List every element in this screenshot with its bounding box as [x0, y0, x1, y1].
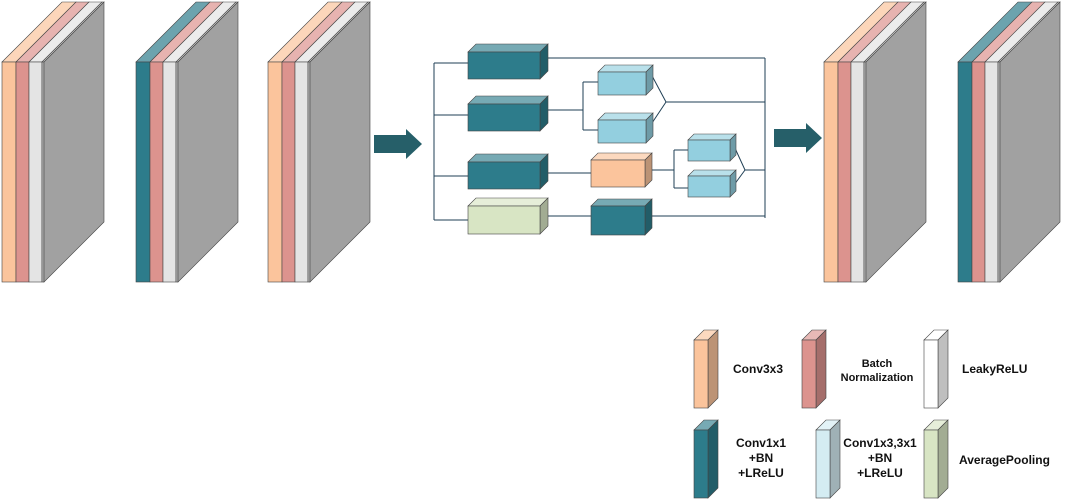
- branch2-conv1x3-block: [597, 64, 654, 96]
- stack-5: [957, 1, 1061, 283]
- multi-branch-module: [433, 43, 766, 236]
- flow-arrow-1: [374, 129, 422, 159]
- legend: Conv3x3 Batch Normalization LeakyReLU Co…: [693, 329, 1050, 499]
- legend-label-conv1x1-line3: +LReLU: [738, 466, 784, 480]
- legend-swatch-batch-normalization: [801, 329, 827, 409]
- legend-swatch-leaky-relu: [923, 329, 949, 409]
- stack-3: [267, 1, 371, 283]
- stack-3-layer-c: [294, 1, 369, 283]
- stack-1-layer-c: [28, 1, 103, 283]
- legend-label-conv1x1-line1: Conv1x1: [736, 436, 786, 450]
- legend-label-conv3x3: Conv3x3: [733, 362, 783, 376]
- module-connectors: [433, 57, 766, 221]
- feature-map-stacks: [1, 1, 1061, 283]
- legend-label-batch-normalization-line1: Batch: [862, 358, 893, 370]
- branch4-conv1x1-block: [590, 198, 653, 236]
- stack-2-layer-c: [162, 1, 237, 283]
- flow-arrows: [374, 123, 822, 159]
- stack-2: [135, 1, 239, 283]
- branch2-conv1x1-block: [467, 95, 549, 132]
- legend-label-batch-normalization-line2: Normalization: [841, 372, 914, 384]
- legend-label-conv1x3-line3: +LReLU: [857, 466, 903, 480]
- stack-1: [1, 1, 105, 283]
- branch3-conv3x3-block: [590, 152, 653, 188]
- branch3-conv1x1-block: [467, 153, 549, 190]
- legend-swatch-conv1x3: [815, 419, 841, 499]
- branch1-conv1x1-block: [467, 43, 549, 80]
- stack-4-layer-c: [850, 1, 925, 283]
- branch3-conv1x3-block: [687, 133, 737, 162]
- branch4-avgpool-block: [467, 197, 549, 235]
- legend-label-conv1x3-line1: Conv1x3,3x1: [843, 436, 917, 450]
- legend-label-average-pooling: AveragePooling: [959, 453, 1050, 467]
- branch2-conv3x1-block: [597, 112, 654, 144]
- flow-arrow-2: [774, 123, 822, 153]
- branch3-conv3x1-block: [687, 169, 737, 198]
- legend-swatch-conv1x1: [693, 419, 719, 499]
- stack-4-layer-b: [837, 1, 912, 283]
- stack-5-layer-c: [984, 1, 1059, 283]
- stack-5-layer-a: [957, 1, 1033, 283]
- stack-3-layer-b: [281, 1, 356, 283]
- legend-swatch-average-pooling: [923, 419, 949, 499]
- stack-1-layer-b: [15, 1, 90, 283]
- legend-label-conv1x3-line2: +BN: [868, 451, 892, 465]
- stack-1-layer-a: [1, 1, 77, 283]
- legend-label-leaky-relu: LeakyReLU: [962, 362, 1027, 376]
- legend-label-conv1x1-line2: +BN: [749, 451, 773, 465]
- stack-4: [823, 1, 927, 283]
- legend-swatch-conv3x3: [693, 329, 719, 409]
